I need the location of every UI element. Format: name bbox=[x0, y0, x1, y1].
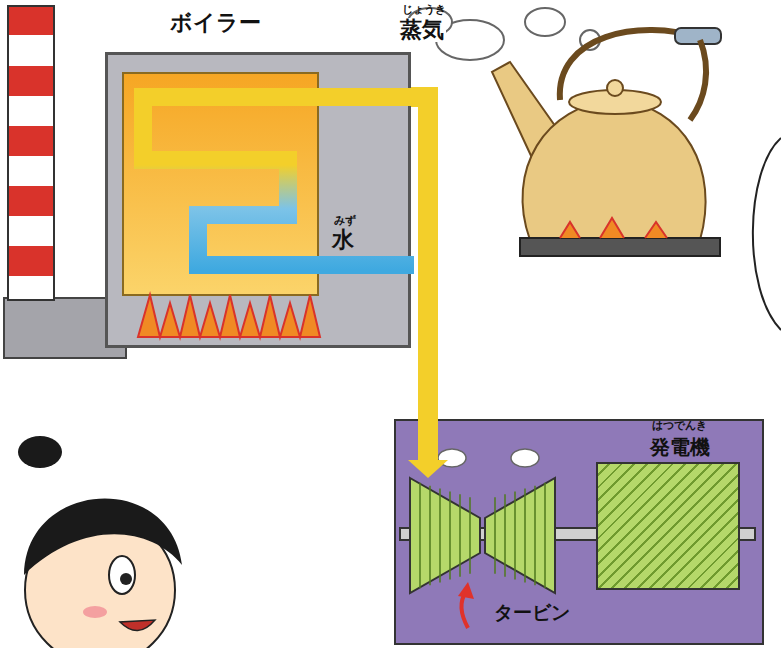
kettle-body bbox=[523, 100, 706, 240]
blade-line bbox=[524, 489, 526, 583]
girl-mouth bbox=[120, 620, 155, 631]
steam-pipe bbox=[411, 97, 428, 460]
blade-line bbox=[504, 494, 506, 576]
turbine-art bbox=[410, 478, 555, 593]
burner-flame bbox=[138, 295, 320, 337]
node-label: 発電機 bbox=[650, 436, 710, 458]
furigana: じょうき bbox=[402, 4, 446, 16]
generator: 発電機 bbox=[596, 462, 740, 590]
girl-cheek bbox=[83, 606, 107, 618]
furigana: みず bbox=[334, 215, 356, 227]
blade-line bbox=[544, 483, 546, 588]
girl-pupil bbox=[120, 573, 132, 585]
girl-hair bbox=[24, 499, 182, 575]
turbine-blade bbox=[485, 478, 555, 593]
steam-puff bbox=[438, 449, 466, 467]
chimney-band bbox=[9, 186, 53, 216]
water-label: 水 bbox=[332, 228, 354, 252]
kettle bbox=[408, 8, 721, 256]
boiler-art bbox=[108, 55, 408, 345]
combustion-chamber bbox=[123, 73, 318, 295]
power-unit bbox=[395, 420, 763, 644]
kettle-handle bbox=[690, 40, 706, 120]
node-label: タービン bbox=[494, 602, 570, 623]
turbine: タービン bbox=[410, 478, 555, 593]
kettle-knob bbox=[607, 80, 623, 96]
chimney-body bbox=[8, 6, 54, 300]
shaft bbox=[400, 528, 755, 540]
girl bbox=[18, 436, 182, 648]
chimney-band bbox=[9, 66, 53, 96]
chimney-band bbox=[9, 126, 53, 156]
edge-label: 蒸気 bbox=[398, 18, 446, 42]
girl-ponytail bbox=[18, 436, 62, 468]
blade-line bbox=[449, 491, 451, 579]
chimney-band bbox=[9, 7, 53, 35]
blade-line bbox=[459, 494, 461, 576]
chimney-base bbox=[4, 298, 126, 358]
girl-eye bbox=[109, 556, 135, 594]
chimney bbox=[4, 6, 126, 358]
water-pipe bbox=[143, 97, 414, 265]
power-unit-housing bbox=[395, 420, 763, 644]
turbine-blade bbox=[410, 478, 480, 593]
speech-bubble bbox=[753, 138, 781, 330]
blade-line bbox=[429, 486, 431, 586]
chimney-band bbox=[9, 246, 53, 276]
node-label: ボイラー bbox=[170, 11, 261, 35]
blade-line bbox=[419, 483, 421, 588]
stove bbox=[520, 238, 720, 256]
steam-puff bbox=[408, 8, 452, 36]
steam-puff bbox=[511, 449, 539, 467]
blade-line bbox=[514, 491, 516, 579]
furigana: はつでんき bbox=[652, 420, 707, 432]
boiler-box: ボイラー bbox=[105, 52, 411, 348]
blade-line bbox=[439, 489, 441, 583]
stove-flame bbox=[560, 218, 667, 238]
steam-puff bbox=[525, 8, 565, 36]
rotation-arrowhead bbox=[458, 582, 474, 599]
blade-line bbox=[494, 497, 496, 574]
blade-line bbox=[469, 497, 471, 574]
blade-line bbox=[534, 486, 536, 586]
